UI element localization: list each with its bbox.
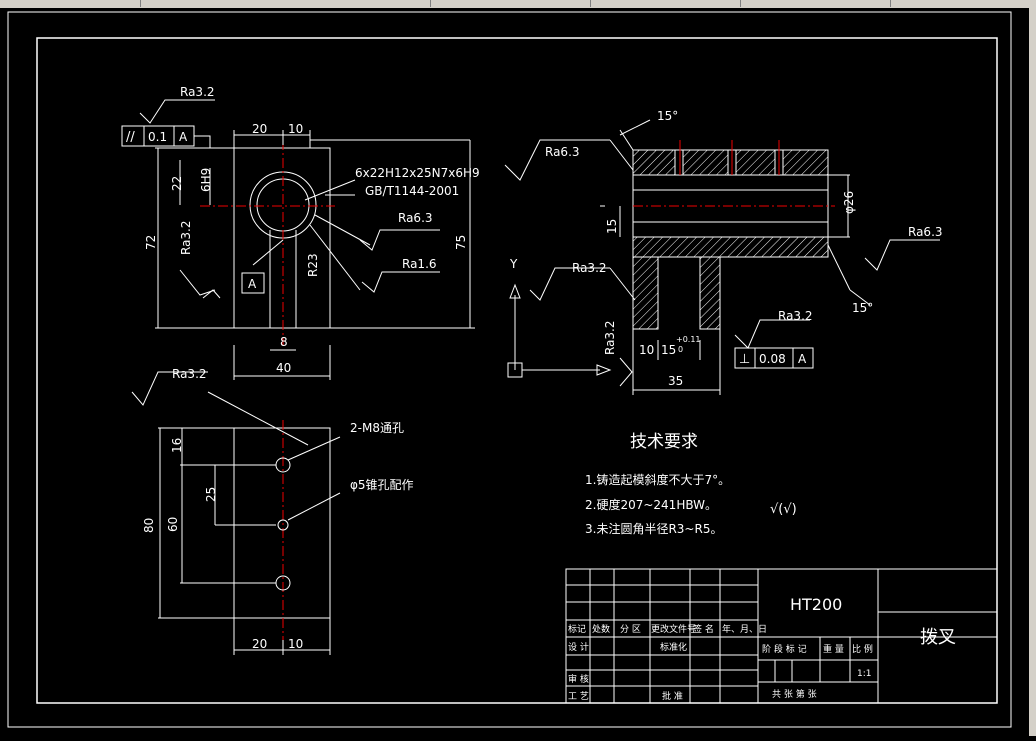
tolerance-value: 0.08	[759, 352, 786, 366]
dimension-label: 15	[605, 219, 619, 234]
roughness-label: Ra3.2	[179, 220, 193, 255]
axis-label: Y	[509, 257, 518, 271]
title-block-cell: 审 核	[568, 673, 589, 685]
hole-note: φ5锥孔配作	[350, 478, 414, 492]
roughness-label: Ra6.3	[545, 145, 580, 159]
inner-frame	[36, 37, 998, 704]
cad-drawing: Ra3.2 // 0.1 A 20 10 22 6H9 72 Ra3.2 75 …	[7, 11, 1012, 728]
tech-requirements: 技术要求 1.铸造起模斜度不大于7°。 2.硬度207~241HBW。 3.未注…	[585, 432, 797, 536]
dimension-label: 16	[170, 438, 184, 453]
dimension-label: 10	[288, 122, 303, 136]
material-label: HT200	[790, 595, 842, 614]
roughness-label: Ra6.3	[908, 225, 943, 239]
section-view	[504, 119, 940, 395]
dimension-label: 15	[661, 343, 676, 357]
scale-value: 1:1	[857, 669, 871, 679]
dimension-label: 20	[252, 637, 267, 651]
toolbar-segment[interactable]	[430, 0, 591, 7]
tech-req-item: 3.未注圆角半径R3~R5。	[585, 521, 722, 536]
parallel-symbol: //	[126, 130, 135, 145]
dimension-label: 25	[204, 487, 218, 502]
front-view	[121, 99, 475, 380]
sheets-label: 共 张 第 张	[772, 688, 817, 700]
title-block-cell: 设 计	[568, 641, 589, 653]
roughness-label: Ra1.6	[402, 257, 437, 271]
part-name: 拨叉	[920, 627, 956, 648]
dimension-label: 80	[142, 518, 156, 533]
datum-label: A	[798, 352, 807, 366]
title-block-cell: 标准化	[660, 641, 687, 653]
title-block-cell: 处数	[592, 623, 610, 635]
title-block-cell: 标记	[568, 623, 586, 635]
hole-note: 2-M8通孔	[350, 421, 404, 435]
dimension-label: φ26	[842, 191, 856, 214]
title-block-cell: 签 名	[693, 623, 714, 635]
toolbar-segment[interactable]	[590, 0, 741, 7]
tolerance-lower: 0	[678, 345, 683, 354]
top-view	[131, 371, 341, 655]
toolbar-segment[interactable]	[890, 0, 1036, 7]
roughness-label: Ra3.2	[180, 85, 215, 99]
top-view-labels: Ra3.2 2-M8通孔 φ5锥孔配作 16 25 80 60 20 10	[142, 367, 414, 651]
title-block-cell: 阶 段 标 记	[762, 643, 807, 655]
toolbar-segment[interactable]	[140, 0, 431, 7]
datum-label: A	[248, 277, 257, 291]
title-block-cell: 工 艺	[568, 691, 589, 702]
roughness-label: Ra6.3	[398, 211, 433, 225]
tech-req-title: 技术要求	[630, 432, 698, 452]
angle-label: 15°	[657, 109, 678, 123]
dimension-label: 10	[288, 637, 303, 651]
dimension-label: 35	[668, 374, 683, 388]
tech-req-item: 1.铸造起模斜度不大于7°。	[585, 472, 730, 487]
tech-req-item: 2.硬度207~241HBW。	[585, 497, 717, 512]
datum-label: A	[179, 130, 188, 144]
title-block-cell: 批 准	[662, 690, 683, 702]
roughness-label: Ra3.2	[572, 261, 607, 275]
drawing-canvas[interactable]: Ra3.2 // 0.1 A 20 10 22 6H9 72 Ra3.2 75 …	[0, 8, 1036, 736]
right-scrollbar[interactable]	[1029, 8, 1036, 736]
spline-standard: GB/T1144-2001	[365, 184, 459, 198]
angle-label: 15°	[852, 301, 873, 315]
roughness-label: Ra3.2	[172, 367, 207, 381]
dimension-label: R23	[306, 253, 320, 277]
dimension-label: 10	[639, 343, 654, 357]
title-block-text: HT200 拨叉 标记 处数 分 区 更改文件号 签 名 年、月、日 设 计 标…	[568, 595, 956, 702]
title-block-cell: 分 区	[620, 624, 641, 635]
section-view-labels: 15° Ra6.3 Ra6.3 15° φ26 15 Ra3.2 Y Ra3.2…	[509, 109, 943, 388]
dimension-label: 8	[280, 335, 288, 349]
roughness-label: Ra3.2	[603, 320, 617, 355]
dimension-label: 22	[170, 176, 184, 191]
surface-symbol: √(√)	[770, 502, 797, 517]
front-view-labels: Ra3.2 // 0.1 A 20 10 22 6H9 72 Ra3.2 75 …	[126, 85, 480, 375]
perpendicular-symbol: ⊥	[739, 352, 750, 367]
outer-frame	[7, 11, 1012, 728]
toolbar-segment[interactable]	[0, 0, 141, 7]
dimension-label: 72	[144, 235, 158, 250]
toolbar-segment[interactable]	[740, 0, 891, 7]
dimension-label: 6H9	[199, 168, 213, 192]
dimension-label: 20	[252, 122, 267, 136]
dimension-label: 75	[454, 235, 468, 250]
title-block-cell: 年、月、日	[722, 623, 767, 635]
title-block-cell: 比 例	[852, 643, 873, 655]
roughness-label: Ra3.2	[778, 309, 813, 323]
dimension-label: 60	[166, 517, 180, 532]
title-block-cell: 更改文件号	[651, 623, 696, 635]
dimension-label: 40	[276, 361, 291, 375]
tolerance-value: 0.1	[148, 130, 167, 144]
title-block	[565, 568, 998, 704]
title-block-cell: 重 量	[823, 643, 844, 655]
spline-spec: 6x22H12x25N7x6H9	[355, 166, 480, 180]
tolerance-upper: +0.11	[676, 335, 701, 344]
